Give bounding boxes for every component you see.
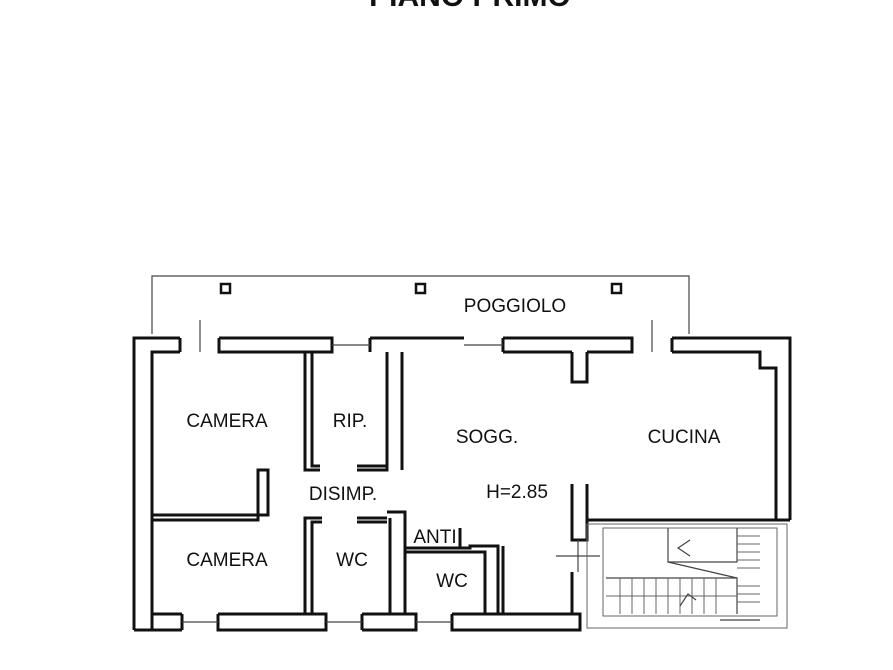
staircase: [586, 523, 788, 629]
floor-title: PIANO PRIMO: [369, 0, 571, 13]
balcony-post: [610, 282, 623, 295]
label-wc-right: WC: [436, 571, 468, 592]
label-cucina: CUCINA: [648, 427, 721, 448]
balcony-post: [219, 282, 232, 295]
interior-walls: [152, 352, 790, 614]
stair-direction-icon: [679, 593, 697, 607]
label-soggiorno: SOGG.: [456, 427, 518, 448]
window-marks: [182, 320, 653, 623]
label-ceiling-height: H=2.85: [486, 482, 548, 503]
label-ripostiglio: RIP.: [333, 411, 368, 432]
balcony-outline: [151, 275, 690, 334]
label-camera-top: CAMERA: [186, 411, 268, 432]
stair-treads: [606, 535, 760, 614]
label-camera-bottom: CAMERA: [186, 550, 268, 571]
label-anti: ANTI: [413, 527, 456, 548]
label-poggiolo: POGGIOLO: [464, 296, 566, 317]
exterior-walls: [132, 336, 792, 632]
label-disimpegno: DISIMP.: [309, 484, 377, 505]
stair-arrow-icon: [676, 539, 691, 557]
balcony-post: [414, 282, 427, 295]
label-wc-left: WC: [336, 550, 368, 571]
